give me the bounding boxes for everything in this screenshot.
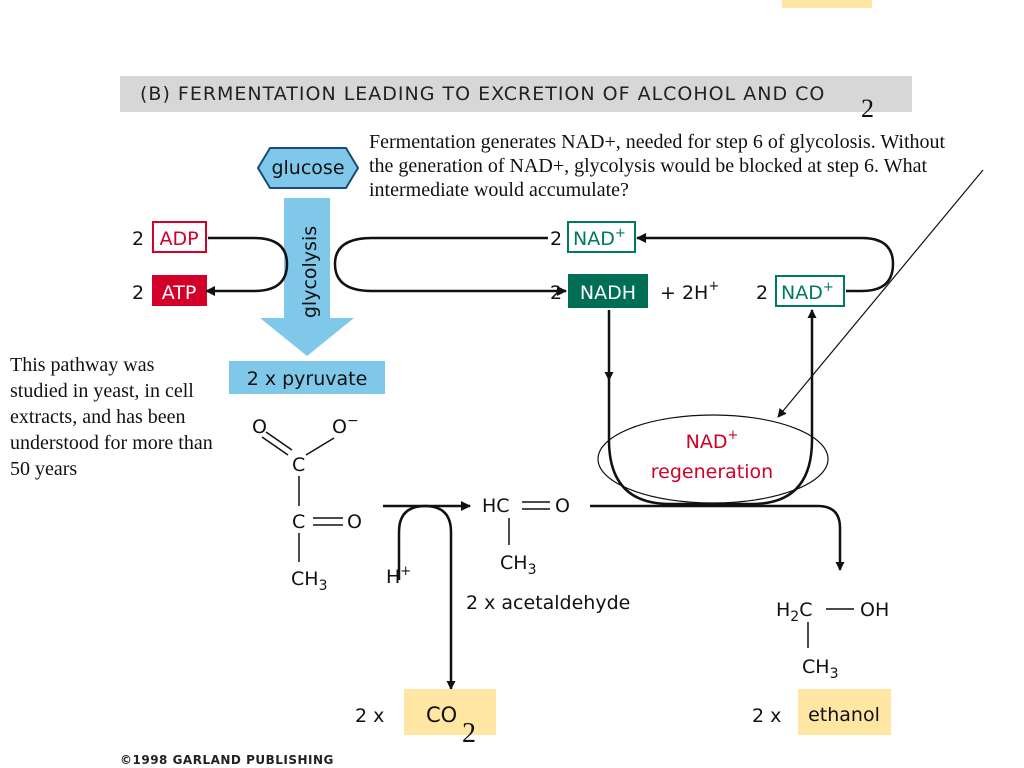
glycolysis-label: glycolysis	[299, 226, 321, 318]
pyruvate-double-bond-b	[265, 431, 293, 451]
acetaldehyde-o: O	[555, 495, 570, 517]
nadh-box	[568, 274, 648, 308]
banner-subscript: 2	[861, 94, 874, 123]
atp-label: ATP	[162, 282, 197, 304]
banner-title: (B) FERMENTATION LEADING TO EXCRETION OF…	[140, 83, 826, 105]
top-highlight-box	[782, 0, 872, 8]
pyruvate-ch3: CH3	[291, 568, 327, 594]
atp-count: 2	[132, 282, 144, 304]
nad-top-box	[567, 221, 636, 253]
pyruvate-c-mid: C	[292, 511, 305, 533]
title-banner	[120, 76, 912, 112]
glucose-hexagon	[256, 147, 360, 189]
atp-box	[152, 275, 207, 306]
pyruvate-o-right: O−	[332, 413, 359, 438]
nad-recycle-curve	[636, 233, 895, 293]
pyruvate-label: 2 x pyruvate	[247, 368, 368, 390]
adp-label: ADP	[159, 228, 198, 250]
ethanol-count: 2 x	[752, 705, 781, 727]
annotation-pointer-arrow	[777, 169, 984, 418]
pyruvate-o-ketone: O	[347, 511, 362, 533]
acetaldehyde-hc: HC	[482, 495, 510, 517]
nadh-count: 2	[550, 282, 562, 304]
regeneration-nad-label: NAD+	[686, 428, 739, 453]
side-note-text: This pathway was studied in yeast, in ce…	[10, 354, 213, 480]
ethanol-label: ethanol	[808, 704, 880, 726]
ethanol-box	[798, 689, 891, 735]
co2-label: CO	[426, 703, 457, 727]
co2-subscript: 2	[462, 718, 476, 749]
pyruvate-box	[229, 361, 385, 394]
ethanol-h2c: H2C	[776, 599, 813, 625]
h-plus-co2-curve	[397, 504, 456, 690]
nad-right-label: NAD+	[781, 280, 834, 304]
acetaldehyde-to-ethanol-arrow	[590, 504, 845, 571]
pyruvate-o-left: O	[252, 416, 267, 438]
acetaldehyde-ch3: CH3	[500, 552, 536, 578]
ethanol-oh: OH	[860, 599, 889, 621]
glycolysis-arrow	[260, 198, 354, 356]
pyruvate-bond-o-minus	[305, 437, 335, 456]
co2-count: 2 x	[355, 705, 384, 727]
nad-top-count: 2	[550, 228, 562, 250]
regeneration-ellipse	[597, 414, 829, 504]
glucose-label: glucose	[271, 157, 344, 179]
nad-top-label: NAD+	[573, 226, 626, 250]
nadh-label: NADH	[580, 282, 636, 304]
adp-box	[152, 221, 207, 253]
plus-2h-label: + 2H+	[660, 279, 719, 304]
pyruvate-c-top: C	[292, 454, 305, 476]
pyruvate-double-bond-a	[261, 436, 289, 456]
ethanol-ch3: CH3	[802, 656, 838, 682]
h-plus-label: H+	[386, 564, 411, 588]
copyright: ©1998 GARLAND PUBLISHING	[120, 753, 334, 767]
nad-right-count: 2	[756, 282, 768, 304]
adp-count: 2	[132, 228, 144, 250]
regeneration-curve	[607, 380, 814, 506]
co2-box	[404, 689, 496, 735]
annotation-text: Fermentation generates NAD+, needed for …	[369, 131, 946, 201]
regeneration-label: regeneration	[651, 461, 773, 483]
nad-to-nadh-curve	[333, 236, 567, 296]
acetaldehyde-label: 2 x acetaldehyde	[466, 592, 630, 614]
adp-to-atp-curve	[205, 236, 289, 296]
nad-right-box	[775, 275, 845, 307]
